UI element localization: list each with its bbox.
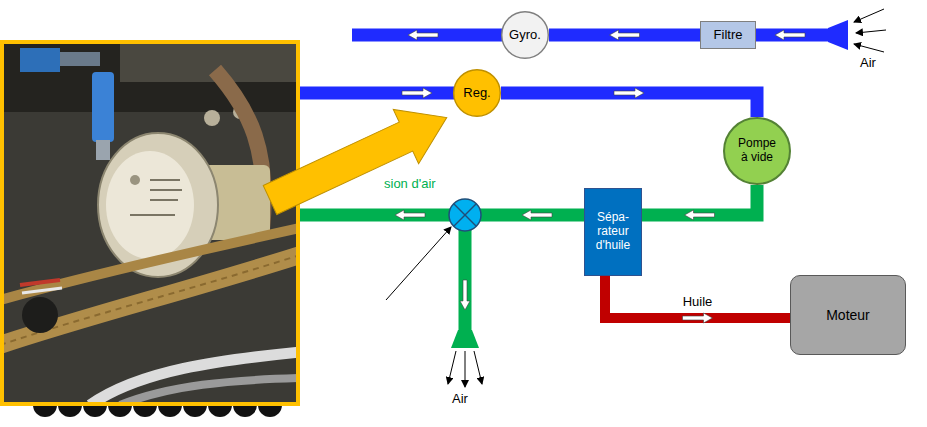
flow-arrow bbox=[685, 210, 715, 220]
regulator-photo bbox=[0, 42, 300, 417]
node-label: Moteur bbox=[826, 307, 870, 323]
vacuum-pipe bbox=[300, 87, 454, 100]
free-label: Air bbox=[452, 392, 468, 406]
pressure-pipe bbox=[459, 215, 472, 334]
node-label: Gyro. bbox=[509, 28, 541, 43]
air-arrow bbox=[448, 351, 456, 384]
flow-arrow bbox=[408, 30, 438, 40]
valve-symbol bbox=[449, 199, 481, 231]
leader-line bbox=[386, 227, 451, 300]
flow-arrow bbox=[610, 30, 640, 40]
vacuum-pipe bbox=[352, 29, 502, 42]
flow-arrow bbox=[614, 88, 644, 98]
flow-arrow bbox=[460, 280, 470, 310]
air-intake bbox=[828, 20, 848, 50]
pipe-connector bbox=[642, 185, 757, 220]
flow-arrow bbox=[683, 313, 713, 323]
node-label: Sépa- rateur d'huile bbox=[588, 211, 638, 252]
vacuum-pipe bbox=[755, 29, 830, 42]
callout-arrow bbox=[257, 90, 459, 227]
flow-arrow bbox=[522, 210, 552, 220]
free-label: Air bbox=[860, 56, 876, 70]
flow-arrow bbox=[402, 88, 432, 98]
engine-box: Moteur bbox=[790, 275, 906, 355]
gyro-circle: Gyro. bbox=[501, 11, 549, 59]
air-arrow bbox=[854, 9, 884, 22]
node-label: Filtre bbox=[714, 28, 743, 43]
regulator-circle: Reg. bbox=[453, 69, 501, 117]
air-arrow bbox=[854, 44, 884, 52]
pressure-pipe bbox=[300, 209, 586, 222]
flow-arrow bbox=[395, 210, 425, 220]
pipe-connector bbox=[501, 88, 757, 117]
separator-box: Sépa- rateur d'huile bbox=[584, 188, 642, 276]
flow-arrow bbox=[775, 30, 805, 40]
air-arrow bbox=[465, 351, 466, 387]
air-outlet bbox=[451, 330, 479, 348]
air-arrow bbox=[856, 30, 886, 33]
pipe-connector bbox=[605, 276, 790, 323]
air-arrow bbox=[474, 351, 482, 384]
edge-label: Huile bbox=[683, 295, 713, 309]
free-label: sion d'air bbox=[384, 177, 436, 191]
node-label: Reg. bbox=[463, 86, 490, 101]
filter-box: Filtre bbox=[700, 21, 756, 49]
pipe-connector bbox=[549, 30, 700, 40]
pump-circle: Pompe à vide bbox=[723, 117, 791, 185]
node-label: Pompe à vide bbox=[734, 137, 780, 165]
